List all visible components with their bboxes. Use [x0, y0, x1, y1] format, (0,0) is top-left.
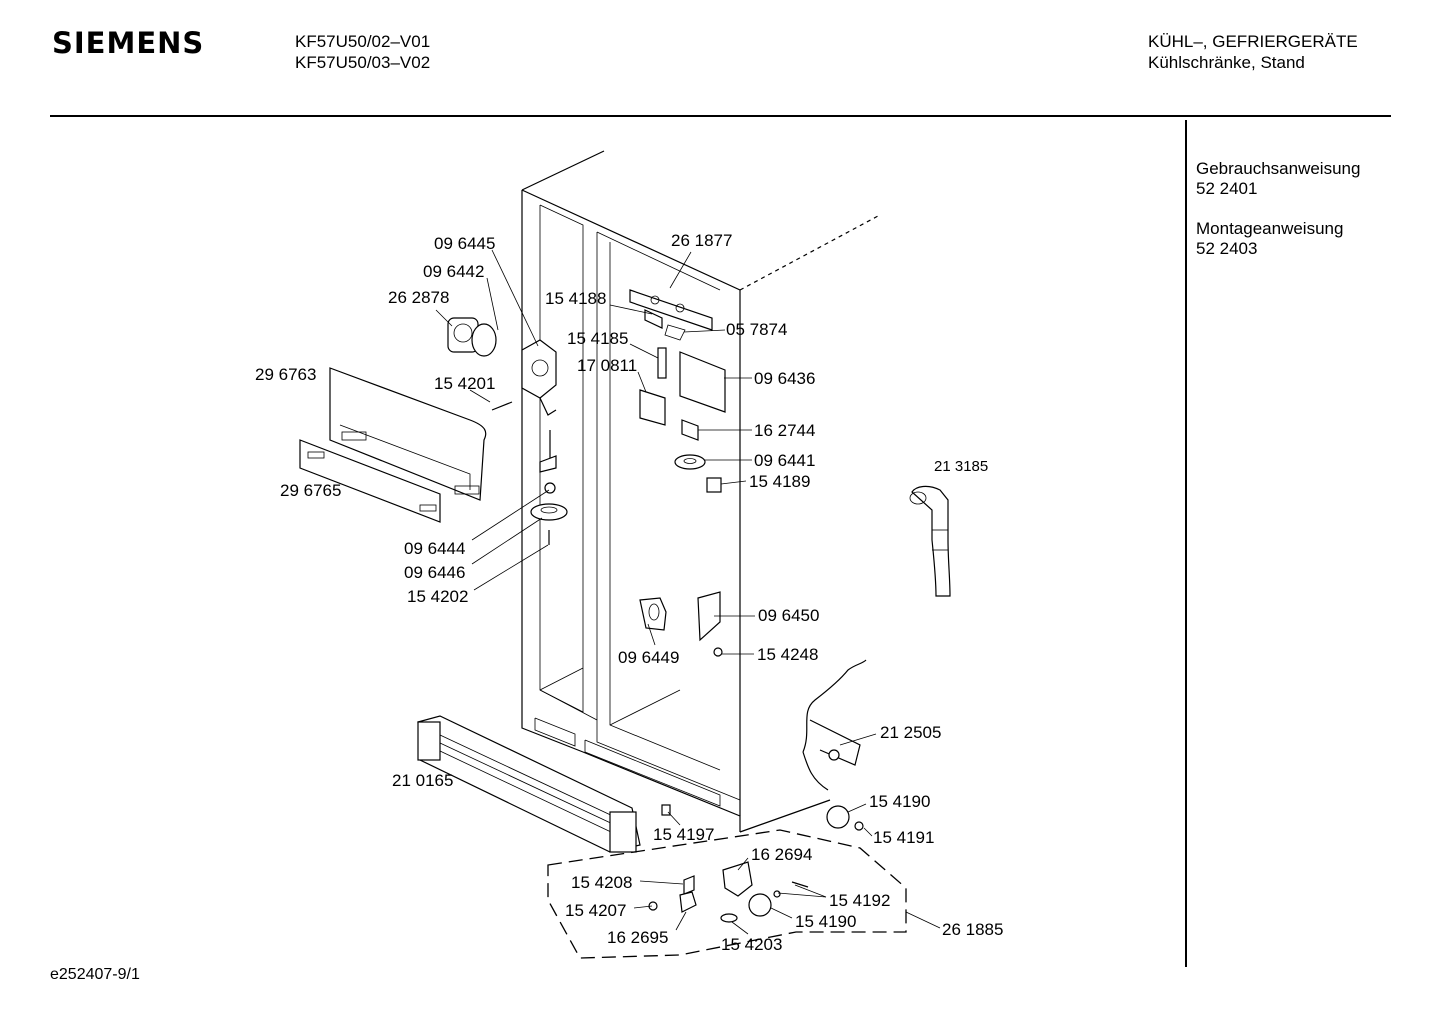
document-installation-manual: Montageanweisung 52 2403: [1196, 219, 1343, 259]
document-usage-manual: Gebrauchsanweisung 52 2401: [1196, 159, 1360, 199]
part-label: 15 4202: [407, 587, 468, 606]
part-label: 17 0811: [577, 356, 637, 375]
water-hose: [909, 485, 951, 597]
part-label: 15 4191: [873, 828, 934, 847]
document-title: Gebrauchsanweisung: [1196, 159, 1361, 178]
part-label: 09 6436: [754, 369, 815, 388]
drawing-code: e252407-9/1: [50, 966, 140, 983]
part-label: 09 6446: [404, 563, 465, 582]
leader-lines: [435, 249, 941, 935]
part-label: 09 6442: [423, 262, 484, 281]
part-label: 15 4192: [829, 891, 890, 910]
part-label: 15 4190: [869, 792, 930, 811]
model-number: KF57U50/03–V02: [295, 53, 431, 72]
category-title: KÜHL–, GEFRIERGERÄTE: [1148, 32, 1358, 51]
part-label: 29 6765: [280, 481, 341, 500]
hinge-parts: [639, 591, 723, 657]
fridge-top-components: [629, 289, 726, 493]
header-divider: [50, 115, 1391, 117]
part-label: 09 6449: [618, 648, 679, 667]
part-label: 09 6445: [434, 234, 495, 253]
part-label: 21 2505: [880, 723, 941, 742]
part-label: 26 2878: [388, 288, 449, 307]
part-label: 21 3185: [934, 458, 988, 475]
part-label: 09 6441: [754, 451, 815, 470]
side-panel-cutout: [802, 659, 867, 791]
part-label: 26 1885: [942, 920, 1003, 939]
part-label: 26 1877: [671, 231, 732, 250]
part-label: 15 4201: [434, 374, 495, 393]
cabinet-body: [521, 150, 879, 833]
light-assembly: [447, 317, 557, 416]
model-number: KF57U50/02–V01: [295, 32, 431, 51]
model-list: KF57U50/02–V01 KF57U50/03–V02: [295, 31, 430, 73]
category-subtitle: Kühlschränke, Stand: [1148, 53, 1305, 72]
part-label: 15 4197: [653, 825, 714, 844]
part-label: 15 4185: [567, 329, 628, 348]
part-label: 09 6450: [758, 606, 819, 625]
part-labels: 09 6445 09 6442 26 2878 29 6763 15 4201 …: [255, 231, 1003, 954]
part-label: 15 4190: [795, 912, 856, 931]
exploded-parts-diagram: 09 6445 09 6442 26 2878 29 6763 15 4201 …: [255, 150, 1003, 959]
sidebar-divider: [1185, 120, 1187, 967]
part-label: 16 2695: [607, 928, 668, 947]
assembly-group-outline: [547, 829, 907, 959]
part-label: 15 4203: [721, 935, 782, 954]
roller-feet: [648, 804, 864, 923]
document-number: 52 2401: [1196, 179, 1258, 198]
part-label: 21 0165: [392, 771, 453, 790]
part-label: 15 4189: [749, 472, 810, 491]
part-label: 16 2694: [751, 845, 812, 864]
brand-logo: SIEMENS: [52, 26, 205, 60]
document-number: 52 2403: [1196, 239, 1258, 258]
part-label: 15 4208: [571, 873, 632, 892]
part-label: 09 6444: [404, 539, 465, 558]
control-panel-cover: [299, 367, 487, 523]
document-title: Montageanweisung: [1196, 219, 1344, 238]
thermostat-knob: [530, 430, 568, 545]
part-label: 29 6763: [255, 365, 316, 384]
part-label: 05 7874: [726, 320, 787, 339]
part-label: 15 4248: [757, 645, 818, 664]
category-block: KÜHL–, GEFRIERGERÄTE Kühlschränke, Stand: [1148, 31, 1358, 73]
base-grille: [417, 715, 641, 853]
part-label: 16 2744: [754, 421, 815, 440]
part-label: 15 4188: [545, 289, 606, 308]
part-label: 15 4207: [565, 901, 626, 920]
